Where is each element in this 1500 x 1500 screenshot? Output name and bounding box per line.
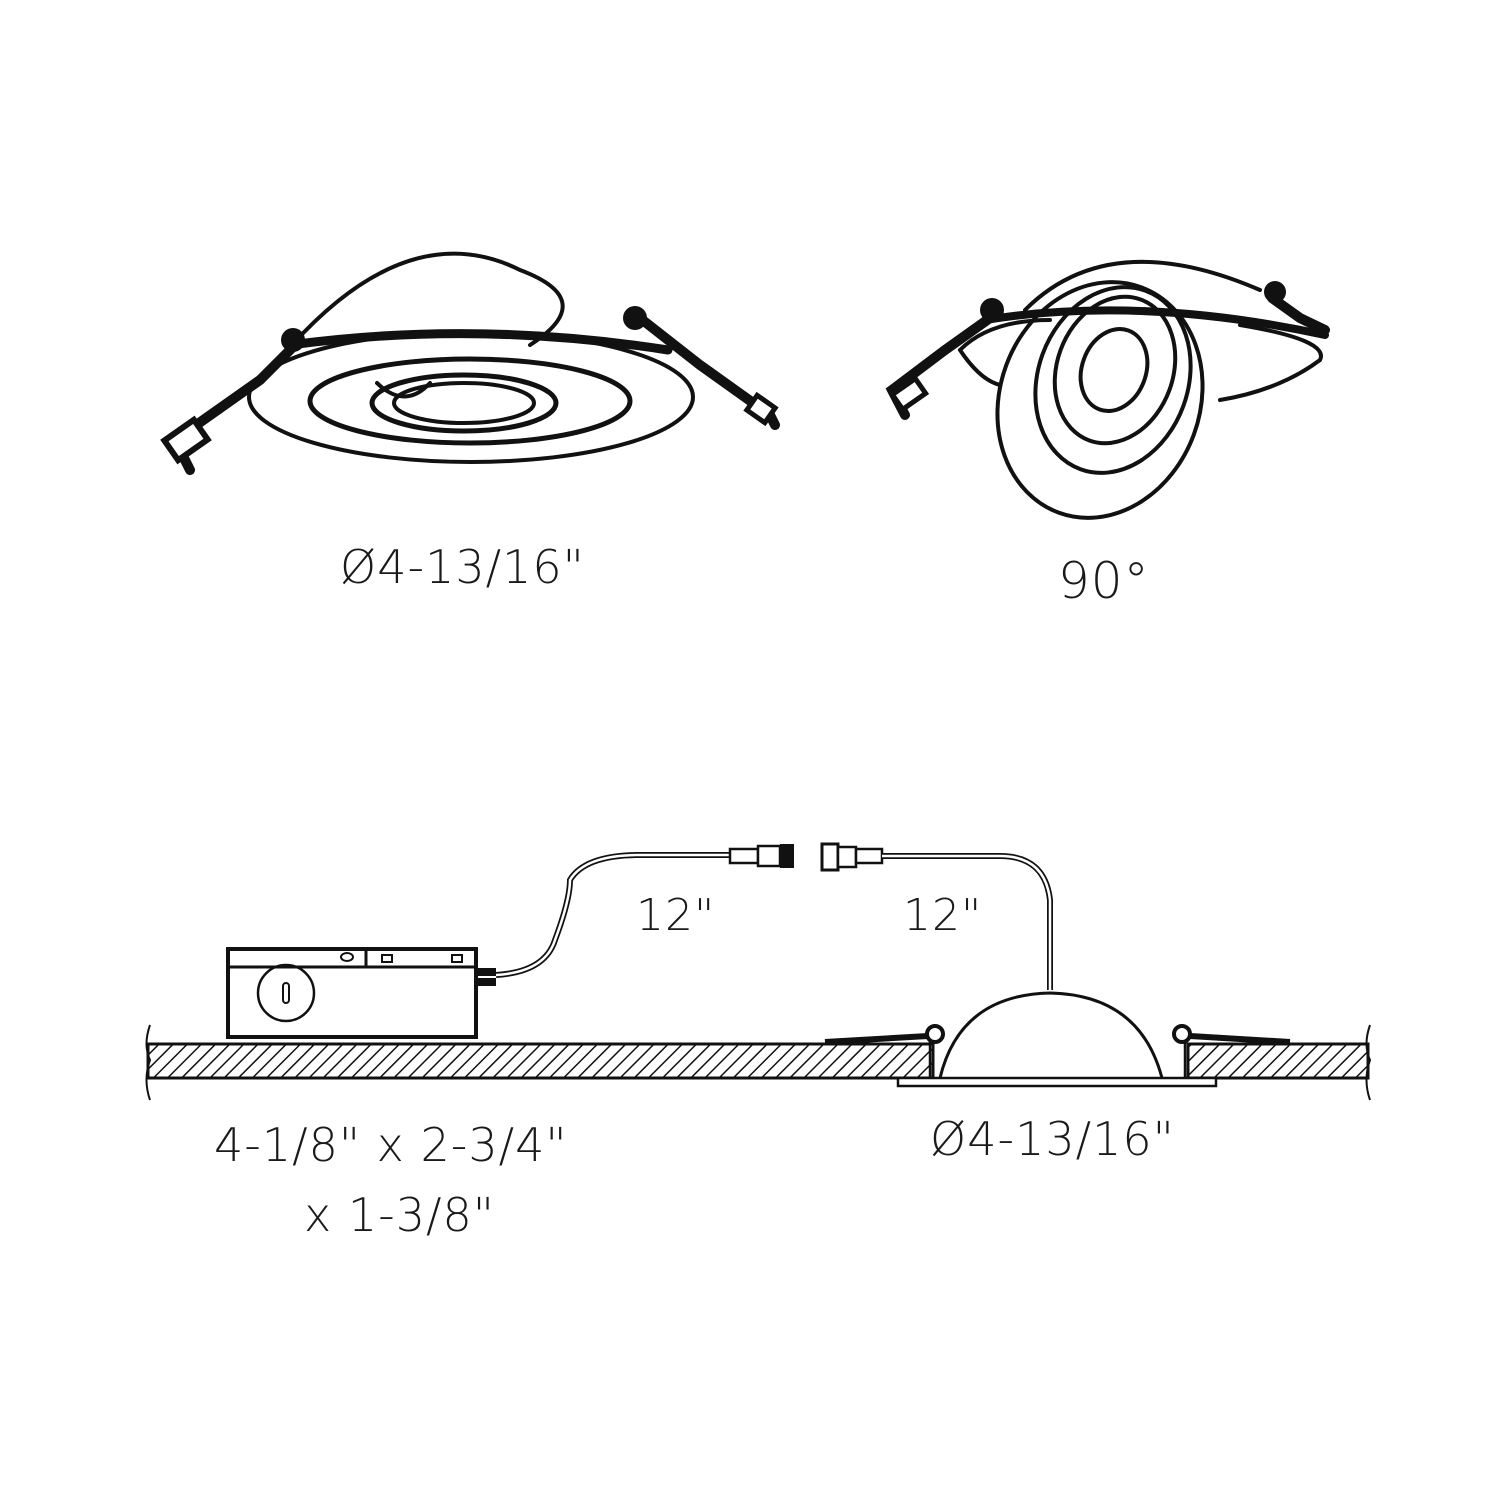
ceiling-section [145,1024,1372,1101]
connector-male [728,847,760,865]
junction-box-dimension-line2: x 1-3/8" [304,1188,495,1242]
wire-harness [495,842,1053,990]
gimbal-face [995,280,1205,520]
driver-lead-length-label: 12" [636,890,716,941]
installed-fixture [824,991,1291,1088]
dome-housing [938,991,1164,1079]
tilted-view-fixture [885,259,1330,520]
spring-clip-right [635,313,780,430]
knockout-icon [256,963,316,1023]
installed-diameter-label: Ø4-13/16" [930,1112,1175,1166]
junction-box-dimension-line1: 4-1/8" x 2-3/4" [214,1118,568,1172]
trim-flange [896,1076,1218,1088]
fixture-lead-length-label: 12" [903,890,983,941]
trim-ring [247,330,695,464]
dome-housing [290,251,565,347]
front-view-fixture [160,251,780,475]
tilt-angle-label: 90° [1058,552,1150,610]
dome-housing [1023,259,1262,312]
connector-female [820,842,840,872]
spring-clip-right [1267,293,1330,335]
front-view-diameter-label: Ø4-13/16" [340,540,585,594]
junction-box [226,947,496,1039]
